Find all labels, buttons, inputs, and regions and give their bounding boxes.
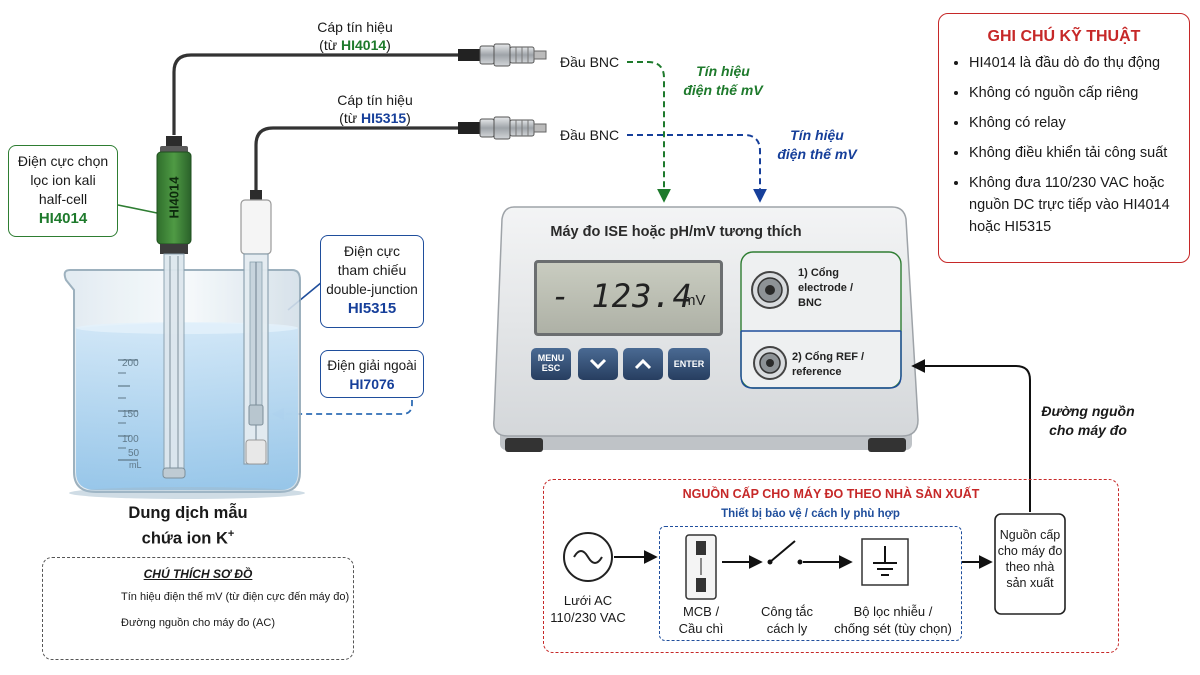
cable-hi5315 <box>254 126 460 200</box>
switch-label: Công tắc cách ly <box>760 604 814 636</box>
reference-electrode-callout: Điện cực tham chiếu double-junction HI53… <box>320 235 424 328</box>
beaker-caption: Dung dịch mẫu chứa ion K+ <box>128 504 248 548</box>
cable-hi4014 <box>172 53 460 135</box>
filter-label: Bộ lọc nhiễu / chống sét (tùy chọn) <box>834 604 952 636</box>
meter-unit: mV <box>683 292 706 309</box>
cable-model-hi4014: HI4014 <box>341 37 387 53</box>
bnc-label-top: Đầu BNC <box>560 54 620 70</box>
bnc-label-bottom: Đầu BNC <box>560 127 620 143</box>
port1-label: 1) Cổng electrode / BNC <box>798 267 854 309</box>
electrolyte-callout: Điện giải ngoài HI7076 <box>320 350 424 398</box>
isolation-switch-symbol <box>767 540 803 565</box>
bnc-connector-bottom <box>458 116 547 140</box>
power-section-title: NGUỒN CẤP CHO MÁY ĐO THEO NHÀ SẢN XUẤT <box>682 487 980 501</box>
diagram-legend: CHÚ THÍCH SƠ ĐỒ Tín hiệu điện thế mV (từ… <box>42 557 354 660</box>
mcb-symbol <box>685 534 717 600</box>
callout-line-ise <box>117 204 158 214</box>
up-button[interactable] <box>623 348 663 380</box>
electrolyte-model: HI7076 <box>349 376 395 392</box>
power-supply-box <box>994 513 1066 615</box>
menu-esc-button[interactable]: MENU ESC <box>531 348 571 380</box>
ise-electrode-body-label: HI4014 <box>166 176 182 219</box>
signal-label-blue: Tín hiệu điện thế mV <box>777 127 857 162</box>
beaker-tick-100: 100 <box>122 434 139 445</box>
port2-label: 2) Cổng REF / reference <box>792 351 865 378</box>
meter-display: - 123.4 mV <box>534 260 723 336</box>
notes-title: GHI CHÚ KỸ THUẬT <box>987 28 1141 45</box>
beaker-unit: mL <box>129 460 142 470</box>
legend-signal-text: Tín hiệu điện thế mV (từ điện cực đến má… <box>121 591 350 603</box>
meter-reading: - 123.4 <box>551 277 693 315</box>
cable-label-hi5315: Cáp tín hiệu (từ HI5315) <box>337 92 413 126</box>
note-item: Không có relay <box>969 112 1179 134</box>
note-item: Không có nguồn cấp riêng <box>969 82 1179 104</box>
bnc-connector-top <box>458 43 547 67</box>
note-item: Không đưa 110/230 VAC hoặc nguồn DC trực… <box>969 172 1179 238</box>
protection-title: Thiết bị bảo vệ / cách ly phù hợp <box>721 508 900 520</box>
power-line-to-meter <box>911 359 1031 512</box>
enter-button[interactable]: ENTER <box>668 348 710 380</box>
power-supply-section: NGUỒN CẤP CHO MÁY ĐO THEO NHÀ SẢN XUẤT <box>543 479 1119 653</box>
beaker-tick-150: 150 <box>122 409 139 420</box>
filter-surge-symbol <box>861 538 909 586</box>
note-item: HI4014 là đầu dò đo thụ động <box>969 52 1179 74</box>
cable-model-hi5315: HI5315 <box>361 110 407 126</box>
ise-model: HI4014 <box>38 210 88 227</box>
reference-electrode <box>240 190 272 465</box>
chevron-up-icon <box>634 358 652 370</box>
note-item: Không điều khiển tải công suất <box>969 142 1179 164</box>
beaker-tick-50: 50 <box>128 448 140 459</box>
notes-list: HI4014 là đầu dò đo thụ động Không có ng… <box>939 52 1189 238</box>
port-reference <box>753 346 787 380</box>
ac-source-label: Lưới AC 110/230 VAC <box>550 593 626 625</box>
chevron-down-icon <box>589 358 607 370</box>
electrolyte-pointer-line <box>271 370 413 421</box>
signal-line-blue <box>627 134 767 203</box>
power-supply-label: Nguồn cấp cho máy đo theo nhà sản xuất <box>997 528 1063 590</box>
ac-source-symbol <box>563 532 613 582</box>
protection-group: Thiết bị bảo vệ / cách ly phù hợp <box>659 508 962 641</box>
mcb-label: MCB / Cầu chì <box>678 604 724 636</box>
beaker <box>63 269 305 499</box>
down-button[interactable] <box>578 348 618 380</box>
ise-electrode-callout: Điện cực chọn lọc ion kali half-cell HI4… <box>8 145 118 237</box>
ise-electrode <box>156 136 192 479</box>
meter-title: Máy đo ISE hoặc pH/mV tương thích <box>550 224 802 240</box>
power-path-label: Đường nguồn cho máy đo <box>1041 403 1135 438</box>
cable-label-hi4014: Cáp tín hiệu (từ HI4014) <box>317 19 393 53</box>
legend-title: CHÚ THÍCH SƠ ĐỒ <box>143 567 253 581</box>
legend-power-text: Đường nguồn cho máy đo (AC) <box>121 617 275 629</box>
beaker-tick-200: 200 <box>122 358 139 369</box>
ion-charge: + <box>227 528 235 540</box>
reference-model: HI5315 <box>347 300 397 317</box>
technical-notes-panel: GHI CHÚ KỸ THUẬT HI4014 là đầu dò đo thụ… <box>938 13 1190 263</box>
signal-line-green <box>627 61 671 203</box>
signal-label-green: Tín hiệu điện thế mV <box>683 63 763 98</box>
port-electrode-bnc <box>751 271 789 309</box>
